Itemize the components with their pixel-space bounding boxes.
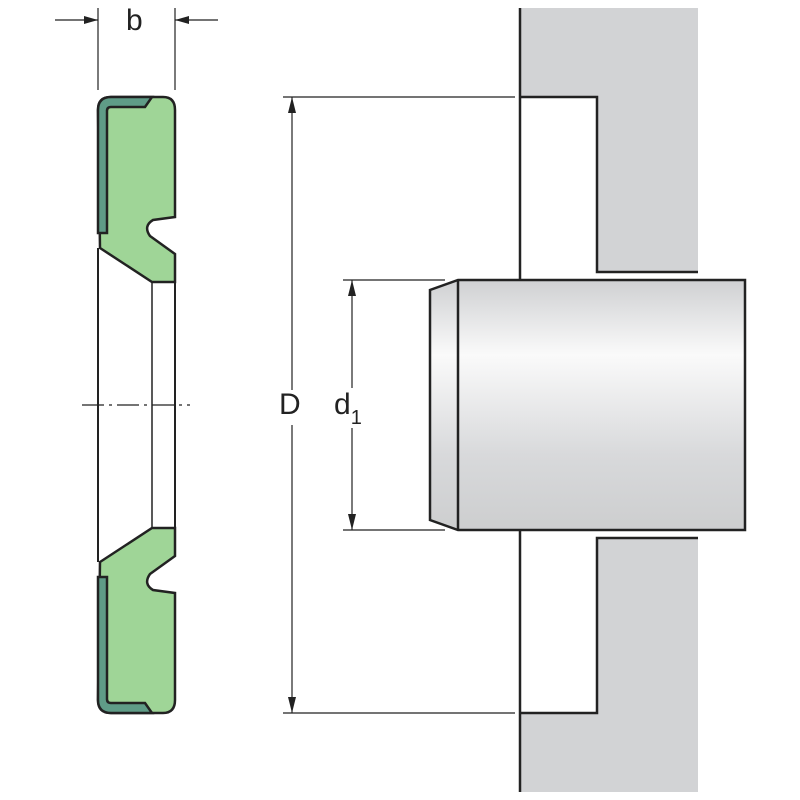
shaft-diameter-letter: d — [334, 388, 351, 421]
housing-outline — [518, 8, 698, 792]
outer-diameter-dimension — [283, 96, 515, 714]
shaft-diameter-subscript: 1 — [350, 407, 362, 429]
width-dimension — [55, 8, 218, 90]
seal-top-section — [96, 95, 177, 284]
shaft-diameter-label: d1 — [334, 388, 362, 429]
housing — [520, 8, 698, 792]
outer-diameter-label: D — [279, 388, 301, 421]
seal-bottom-section — [96, 526, 177, 715]
shaft — [428, 278, 747, 532]
shaft-diameter-dimension — [343, 279, 445, 531]
width-label: b — [126, 4, 143, 37]
